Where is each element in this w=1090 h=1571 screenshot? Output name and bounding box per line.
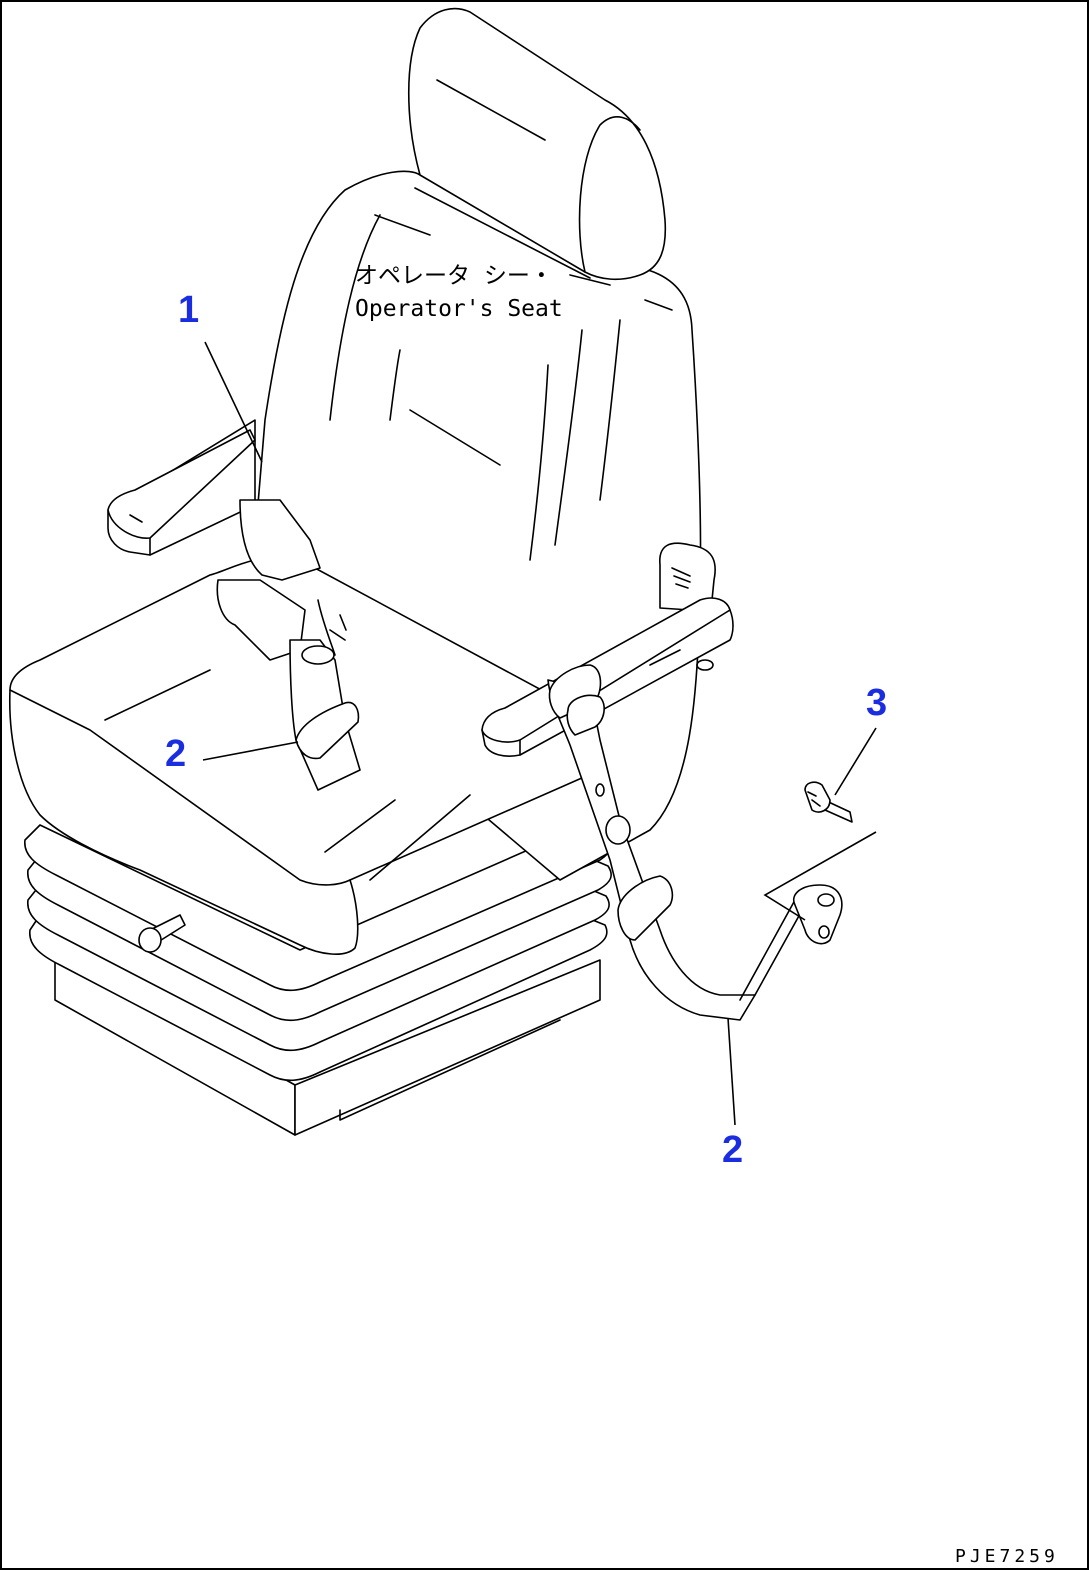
leader-3 [834, 727, 877, 796]
leader-1 [204, 341, 263, 463]
callout-2-left: 2 [165, 733, 186, 775]
left-armrest [107, 419, 321, 581]
leader-lines [202, 341, 877, 1126]
seat-belt-left [216, 579, 361, 791]
seat-adjust-knob [138, 914, 186, 953]
seat-belt-right [547, 664, 843, 1021]
note-japanese: オペレータ シー・ [355, 263, 553, 289]
bolt-part [763, 781, 877, 921]
leader-2a [202, 741, 299, 761]
drawing-code: PJE7259 [955, 1546, 1059, 1567]
seat-headrest [408, 7, 667, 281]
leader-2b [727, 1017, 736, 1126]
callout-2-bottom: 2 [722, 1129, 743, 1171]
note-english: Operator's Seat [355, 296, 563, 322]
callout-1: 1 [178, 289, 199, 331]
right-armrest [481, 542, 734, 757]
callout-3: 3 [866, 682, 887, 724]
